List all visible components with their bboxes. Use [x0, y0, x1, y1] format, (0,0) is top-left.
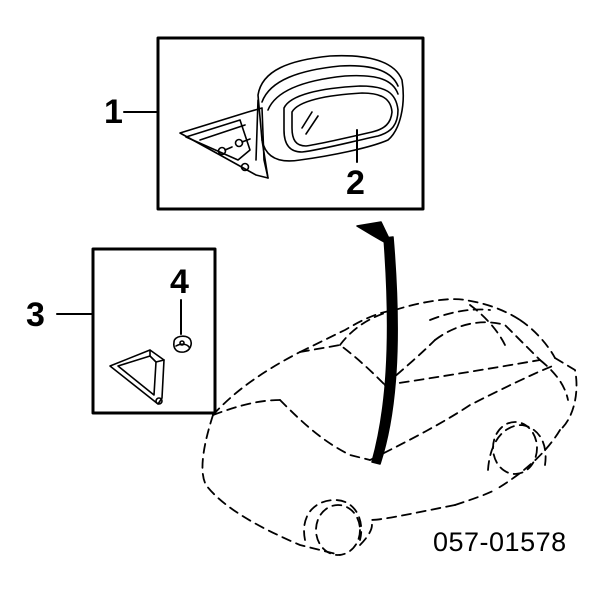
- illustration-number: 057-01578: [433, 527, 567, 557]
- location-arrow: [356, 221, 398, 465]
- side-mirror-drawing: [179, 54, 405, 179]
- mirror-assembly-box: [156, 36, 425, 211]
- clip-drawing: [173, 335, 192, 353]
- vehicle-outline: [201, 298, 578, 556]
- cover-kit-box: [91, 247, 217, 415]
- inner-cover-drawing: [109, 349, 165, 405]
- callout-3-label: 3: [26, 296, 45, 334]
- callout-4-label: 4: [170, 263, 189, 301]
- callout-2-label: 2: [346, 164, 365, 202]
- callout-1-label: 1: [104, 93, 123, 131]
